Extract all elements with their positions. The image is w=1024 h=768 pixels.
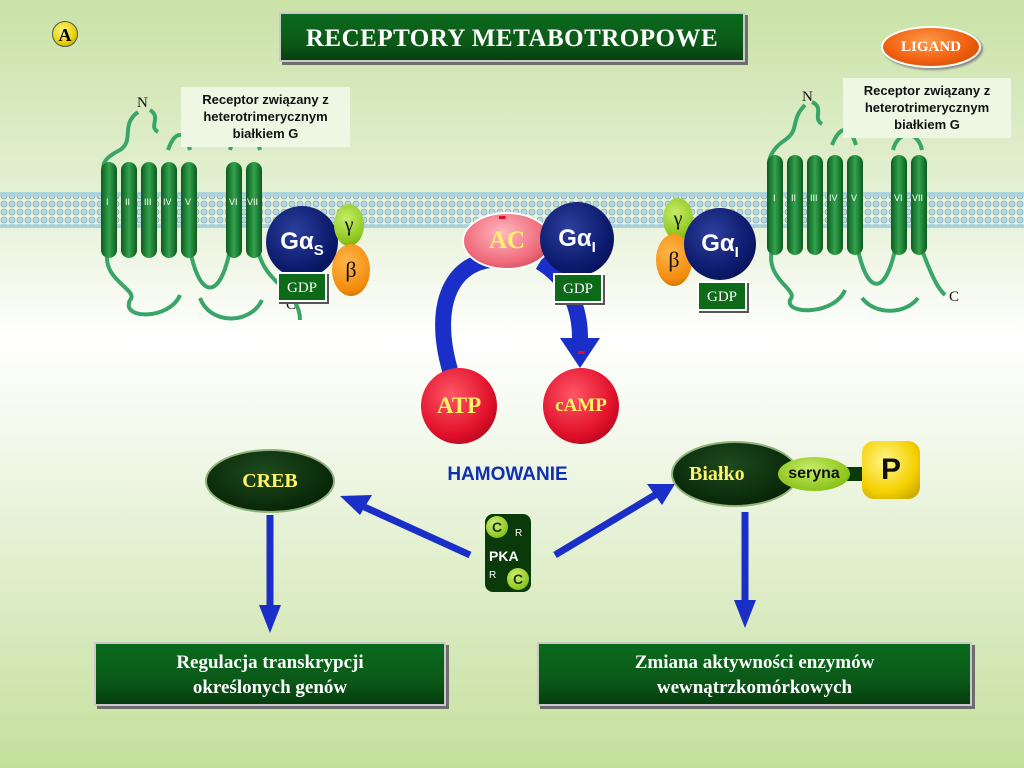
helix-label: II: [125, 197, 131, 207]
protein-node: Białko: [671, 441, 799, 507]
creb-label: CREB: [242, 470, 298, 492]
pka-regulatory-top: R: [515, 528, 523, 539]
right-receptor-note: Receptor związany z heterotrimerycznym b…: [843, 78, 1011, 138]
gs-gamma-label: γ: [344, 214, 354, 236]
helix-label: IV: [163, 197, 172, 207]
creb-node: CREB: [205, 449, 335, 513]
result-right-line1: Zmiana aktywności enzymów: [634, 652, 875, 673]
atp-label: ATP: [436, 393, 482, 418]
helix-label: III: [810, 193, 818, 203]
gs-beta-subunit: β: [332, 244, 370, 296]
gi-right-alpha-label: Gα: [701, 230, 735, 257]
gi-right-gamma-label: γ: [673, 208, 683, 230]
left-receptor-helices: [101, 162, 262, 258]
pka-creb-arrow: [358, 501, 472, 559]
result-left-line2: określonych genów: [192, 677, 348, 698]
camp-label: cAMP: [555, 395, 607, 416]
helix-label: VII: [247, 197, 259, 207]
atp-ac-arc: [435, 251, 506, 373]
helix-label: VI: [894, 193, 903, 203]
ac-label: AC: [488, 227, 526, 254]
helix-label: V: [185, 197, 192, 207]
pka-regulatory-bottom: R: [489, 570, 497, 581]
helix-label: III: [144, 197, 152, 207]
gs-alpha-subunit: GαS: [266, 206, 338, 278]
protein-label: Białko: [689, 463, 745, 485]
gi-right-alpha-sub: I: [734, 243, 739, 261]
atp-molecule: ATP: [421, 368, 497, 444]
left-n-terminus: N: [137, 95, 148, 111]
page-title: RECEPTORY METABOTROPOWE: [279, 12, 745, 62]
gs-alpha-label: Gα: [280, 228, 314, 255]
pka-label: PKA: [489, 548, 519, 564]
right-receptor-helices: [767, 155, 927, 255]
left-c-terminus: C: [286, 297, 297, 313]
gs-gdp: GDP: [277, 272, 327, 302]
pka-catalytic-bottom: C: [507, 568, 529, 590]
gi-center-alpha-subunit: GαI: [540, 202, 614, 276]
pka-catalytic-top: C: [486, 516, 508, 538]
gi-right-alpha-subunit: GαI: [684, 208, 756, 280]
helix-label: IV: [829, 193, 838, 203]
helix-label: V: [851, 193, 858, 203]
helix-label: I: [106, 197, 109, 207]
right-n-terminus: N: [802, 89, 813, 105]
result-right-line2: wewnątrzkomórkowych: [656, 677, 853, 698]
gi-center-gdp: GDP: [553, 273, 603, 303]
helix-label: VII: [912, 193, 924, 203]
pka-complex: C R PKA R C: [485, 514, 531, 592]
pka-protein-arrow: [553, 488, 662, 559]
serine-residue: seryna: [778, 457, 850, 491]
inhibition-label: HAMOWANIE: [447, 464, 568, 485]
result-right-box: Zmiana aktywności enzymów wewnątrzkomórk…: [537, 642, 972, 706]
camp-inhibition-sign: -: [577, 335, 586, 365]
gs-alpha-sub: S: [313, 241, 324, 259]
ac-inhibition-sign: -: [498, 200, 507, 230]
gi-center-alpha-sub: I: [591, 238, 596, 256]
helix-label: II: [791, 193, 797, 203]
helix-label: I: [773, 193, 776, 203]
camp-molecule: cAMP: [543, 368, 619, 444]
gs-gamma-subunit: γ: [334, 204, 364, 246]
gs-beta-label: β: [345, 257, 357, 282]
gi-right-gdp: GDP: [697, 281, 747, 311]
adenylate-cyclase: AC: [462, 212, 552, 270]
phosphate-group: P: [862, 441, 920, 499]
panel-label: A: [52, 21, 78, 47]
gi-right-beta-label: β: [668, 247, 680, 272]
left-receptor-note: Receptor związany z heterotrimerycznym b…: [181, 87, 350, 147]
gi-center-alpha-label: Gα: [558, 225, 592, 252]
ligand-badge: LIGAND: [881, 26, 981, 68]
helix-label: VI: [229, 197, 238, 207]
right-c-terminus: C: [949, 289, 960, 305]
result-left-line1: Regulacja transkrypcji: [176, 652, 364, 673]
result-left-box: Regulacja transkrypcji określonych genów: [94, 642, 446, 706]
